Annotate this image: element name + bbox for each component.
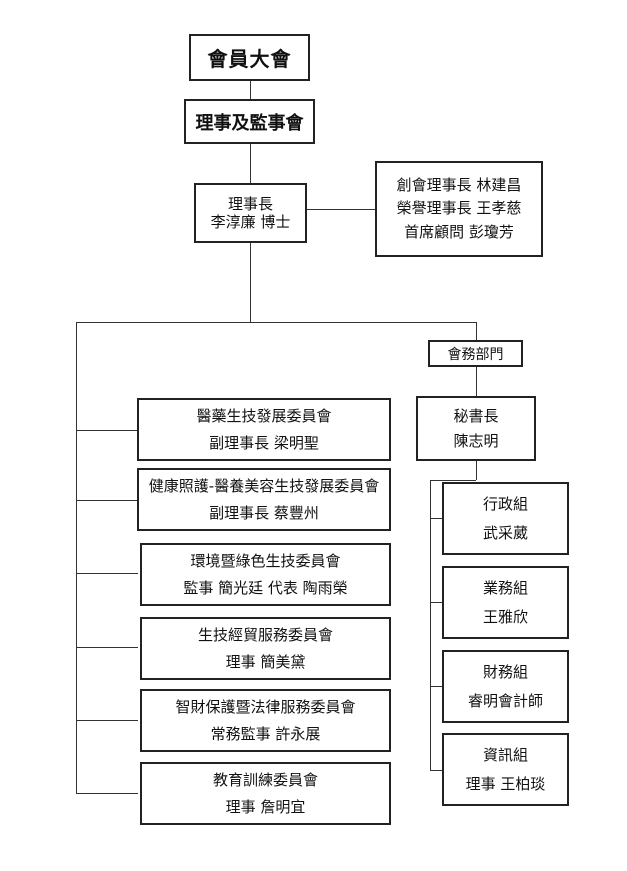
committee-name: 環境暨綠色生技委員會 xyxy=(190,552,341,571)
committee-leader: 常務監事 許永展 xyxy=(210,724,321,743)
committee-leader: 監事 簡光廷 代表 陶雨榮 xyxy=(183,578,348,597)
committee-box-2: 健康照護-醫養美容生技發展委員會 副理事長 蔡豐州 xyxy=(137,468,391,531)
connector-committee-1 xyxy=(76,430,138,431)
committee-leader: 副理事長 梁明聖 xyxy=(209,433,319,452)
department-name: 業務組 xyxy=(482,579,528,598)
department-box-4: 資訊組 理事 王柏琰 xyxy=(442,733,569,806)
affairs-department-box: 會務部門 xyxy=(428,340,523,367)
department-leader: 武采葳 xyxy=(482,523,528,542)
department-leader: 王雅欣 xyxy=(482,607,528,626)
department-box-1: 行政組 武采葳 xyxy=(442,482,569,555)
committee-name: 智財保護暨法律服務委員會 xyxy=(175,698,356,717)
committee-name: 健康照護-醫養美容生技發展委員會 xyxy=(148,477,380,496)
chairman-box: 理事長 李淳廉 博士 xyxy=(194,183,307,243)
honorary-chairman: 榮譽理事長 王孝慈 xyxy=(396,199,522,218)
committee-box-5: 智財保護暨法律服務委員會 常務監事 許永展 xyxy=(140,689,391,752)
committee-leader: 副理事長 蔡豐州 xyxy=(209,503,319,522)
connector-committee-3 xyxy=(76,573,138,574)
committee-box-6: 教育訓練委員會 理事 詹明宜 xyxy=(140,762,391,825)
connector-secretary-departments xyxy=(476,460,477,480)
general-assembly-label: 會員大會 xyxy=(207,47,292,71)
connector-committee-4 xyxy=(76,647,138,648)
committee-box-1: 醫藥生技發展委員會 副理事長 梁明聖 xyxy=(137,398,391,461)
secretary-general-box: 秘書長 陳志明 xyxy=(416,396,536,461)
connector-committee-5 xyxy=(76,720,138,721)
connector-department-spine-top xyxy=(430,480,476,481)
department-box-2: 業務組 王雅欣 xyxy=(442,566,569,639)
department-name: 資訊組 xyxy=(482,746,528,765)
chairman-name: 李淳廉 博士 xyxy=(210,213,291,231)
connector-department-1 xyxy=(430,518,442,519)
affairs-department-label: 會務部門 xyxy=(447,346,504,363)
connector-department-4 xyxy=(430,770,442,771)
committee-leader: 理事 詹明宜 xyxy=(225,797,306,816)
connector-chairman-branch xyxy=(250,242,251,322)
department-leader: 睿明會計師 xyxy=(467,691,543,710)
board-label: 理事及監事會 xyxy=(195,112,304,134)
connector-committee-6 xyxy=(76,793,138,794)
secretary-general-name: 陳志明 xyxy=(453,431,499,450)
secretary-general-title: 秘書長 xyxy=(453,407,499,426)
connector-committee-2 xyxy=(76,500,138,501)
department-box-3: 財務組 睿明會計師 xyxy=(442,650,569,723)
committee-leader: 理事 簡美黛 xyxy=(225,652,306,671)
honorary-box: 創會理事長 林建昌 榮譽理事長 王孝慈 首席顧問 彭瓊芳 xyxy=(375,161,543,257)
board-box: 理事及監事會 xyxy=(184,99,315,144)
connector-affairs-secretary xyxy=(476,366,477,397)
connector-affairs-top xyxy=(476,322,477,340)
connector-department-spine xyxy=(430,480,431,770)
connector-committee-spine xyxy=(76,322,77,793)
connector-chairman-honorary xyxy=(306,209,376,210)
chief-advisor: 首席顧問 彭瓊芳 xyxy=(404,222,514,241)
connector-board-chairman xyxy=(250,143,251,183)
committee-name: 生技經貿服務委員會 xyxy=(197,626,333,645)
committee-name: 醫藥生技發展委員會 xyxy=(196,407,332,426)
connector-assembly-board xyxy=(250,80,251,99)
connector-main-branch xyxy=(76,322,476,323)
committee-name: 教育訓練委員會 xyxy=(212,771,318,790)
department-name: 行政組 xyxy=(482,495,528,514)
department-leader: 理事 王柏琰 xyxy=(465,774,546,793)
honorary-founding-chairman: 創會理事長 林建昌 xyxy=(396,176,522,195)
general-assembly-box: 會員大會 xyxy=(189,34,310,81)
connector-department-2 xyxy=(430,602,442,603)
department-name: 財務組 xyxy=(482,663,528,682)
committee-box-3: 環境暨綠色生技委員會 監事 簡光廷 代表 陶雨榮 xyxy=(140,543,391,606)
committee-box-4: 生技經貿服務委員會 理事 簡美黛 xyxy=(140,617,391,680)
chairman-title: 理事長 xyxy=(227,195,273,213)
connector-department-3 xyxy=(430,686,442,687)
